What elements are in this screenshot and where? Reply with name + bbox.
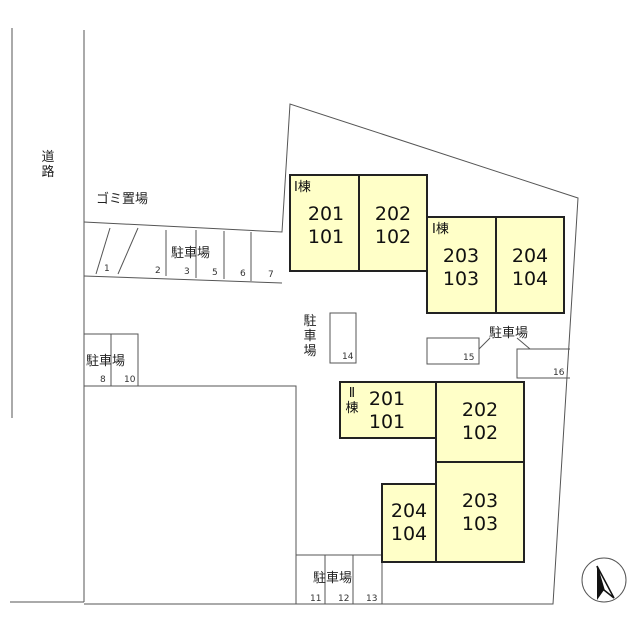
unit-lower: 104 xyxy=(511,268,549,290)
parking-box-8-10 xyxy=(84,333,139,386)
parking-space-number: 8 xyxy=(100,375,106,385)
unit-lower: 103 xyxy=(461,513,499,535)
parking-space-number: 10 xyxy=(124,375,136,385)
north-arrow-icon xyxy=(596,565,615,600)
unit-lower: 104 xyxy=(390,523,428,545)
parking-space-number: 6 xyxy=(240,269,246,279)
building-1-unit-204-104 xyxy=(495,216,565,314)
unit-upper: 202 xyxy=(374,203,412,225)
trash-hatch xyxy=(117,227,139,275)
building-2-unit-203-103 xyxy=(435,461,525,563)
parking-label-right: 駐車場 xyxy=(489,326,529,341)
parking-space-number: 2 xyxy=(155,266,161,276)
unit-lower: 101 xyxy=(307,226,345,248)
parking-leader-line xyxy=(516,337,531,350)
unit-number-group: 204 104 xyxy=(505,245,555,291)
road-label: 道路 xyxy=(41,150,55,180)
parking-label-bottom: 駐車場 xyxy=(313,571,353,586)
parking-space-number: 3 xyxy=(184,267,190,277)
unit-lower: 102 xyxy=(374,226,412,248)
unit-number-group: 202 102 xyxy=(455,399,505,445)
parking-space-number: 14 xyxy=(342,352,354,362)
parking-space-14 xyxy=(329,312,357,364)
unit-lower: 102 xyxy=(461,422,499,444)
site-boundary xyxy=(83,103,579,605)
parking-space-number: 5 xyxy=(212,268,218,278)
building-1-unit-202-102 xyxy=(358,174,428,272)
building-1-name: Ⅰ棟 xyxy=(432,222,449,237)
parking-space-number: 11 xyxy=(310,594,322,604)
unit-lower: 101 xyxy=(368,411,406,433)
parking-label-top: 駐車場 xyxy=(171,246,211,261)
unit-upper: 203 xyxy=(461,490,499,512)
unit-upper: 202 xyxy=(461,399,499,421)
parking-space-16 xyxy=(516,348,570,379)
unit-number-group: 201 101 xyxy=(362,388,412,434)
building-1-name: Ⅰ棟 xyxy=(294,180,311,195)
unit-number-group: 203 103 xyxy=(455,490,505,536)
inner-lot-line xyxy=(84,385,297,604)
parking-label-center: 駐車場 xyxy=(303,314,317,359)
unit-number-group: 201 101 xyxy=(301,203,351,249)
parking-label-left: 駐車場 xyxy=(86,354,126,369)
trash-hatch xyxy=(95,227,111,275)
parking-space-number: 1 xyxy=(104,264,110,274)
unit-lower: 103 xyxy=(442,268,480,290)
parking-space-number: 7 xyxy=(268,270,274,280)
parking-leader-line xyxy=(478,337,491,350)
building-2-unit-204-104 xyxy=(381,483,437,563)
parking-space-number: 12 xyxy=(338,594,350,604)
north-arrow-circle xyxy=(581,557,627,603)
parking-space-number: 13 xyxy=(366,594,378,604)
building-2-unit-202-102 xyxy=(435,381,525,463)
unit-number-group: 204 104 xyxy=(384,500,434,546)
unit-number-group: 202 102 xyxy=(368,203,418,249)
parking-space-number: 15 xyxy=(463,353,475,363)
parking-space-number: 16 xyxy=(553,368,565,378)
unit-upper: 201 xyxy=(368,388,406,410)
unit-upper: 204 xyxy=(390,500,428,522)
building-2-name: Ⅱ棟 xyxy=(345,386,359,416)
parking-space-15 xyxy=(426,337,480,365)
building-1-unit-203-103 xyxy=(426,216,497,314)
parking-row-line xyxy=(83,275,283,284)
unit-upper: 201 xyxy=(307,203,345,225)
unit-upper: 203 xyxy=(442,245,480,267)
building-1-unit-201-101 xyxy=(289,174,360,272)
trash-area-label: ゴミ置場 xyxy=(96,192,149,207)
unit-number-group: 203 103 xyxy=(436,245,486,291)
unit-upper: 204 xyxy=(511,245,549,267)
